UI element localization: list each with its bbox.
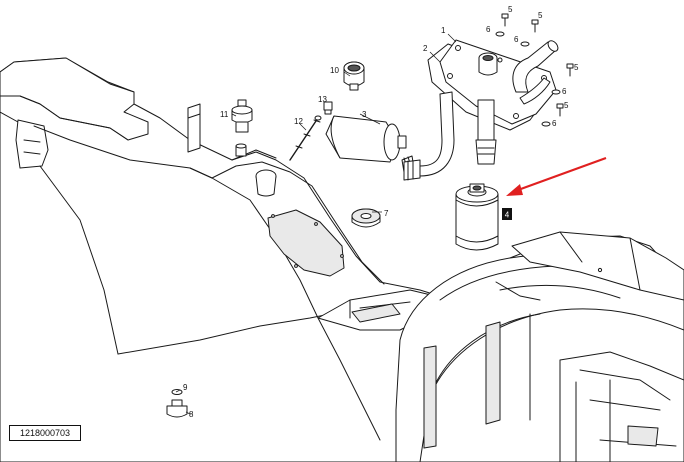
label-part-10: 10 [330,66,339,75]
label-part-1: 1 [441,26,446,35]
part-10-cap [343,61,365,91]
part-13-fitting [323,101,333,115]
part-12-rod [289,115,322,161]
label-part-8: 8 [189,410,194,419]
support-bracket [187,103,201,153]
label-part-13: 13 [318,95,327,104]
label-part-12: 12 [294,117,303,126]
label-part-6-d: 6 [552,119,557,128]
label-part-2: 2 [423,44,428,53]
label-part-9: 9 [183,383,188,392]
frame-socket [255,169,277,197]
label-part-7: 7 [384,209,389,218]
hose-upper-right [512,40,559,105]
drawing-number-box: 1218000703 [9,425,81,441]
hose-center-down [475,99,497,165]
highlighted-part-callout: 4 [502,208,512,220]
part-8-drain-plug [166,399,188,418]
highlight-arrow [506,156,607,196]
label-part-4: 4 [505,211,510,220]
label-part-5-d: 5 [564,101,569,110]
label-part-5-a: 5 [508,5,513,14]
label-part-6-b: 6 [514,35,519,44]
label-part-6-c: 6 [562,87,567,96]
label-part-5-b: 5 [538,11,543,20]
label-part-11: 11 [220,110,229,119]
part-5-bolts [501,13,574,117]
part-3-filter-canister [325,115,415,173]
part-number-labels: 1 2 3 5 5 5 5 6 6 6 6 7 8 9 10 11 12 13 [183,5,579,419]
part-9-oring [171,389,183,395]
part-7-washer [351,208,381,228]
label-part-3: 3 [362,110,367,119]
chassis-frame [0,57,684,462]
hose-lower-left [403,91,455,181]
label-part-5-c: 5 [574,63,579,72]
part-4-filter-element [455,183,499,251]
leader-lines [175,33,457,415]
part-11-isolator [231,99,253,157]
part-6-washers [495,31,561,127]
label-part-6-a: 6 [486,25,491,34]
